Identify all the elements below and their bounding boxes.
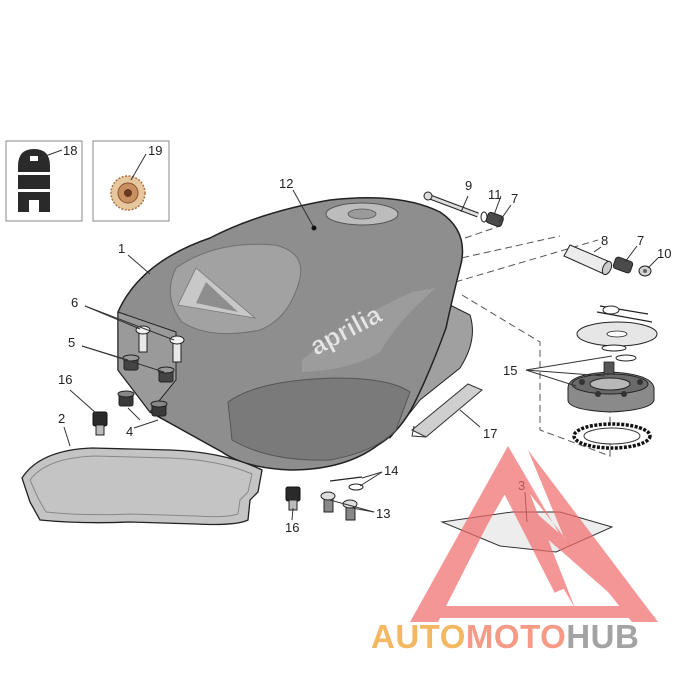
screw-16-left — [92, 411, 108, 436]
fuel-cap-assembly-15 — [567, 305, 658, 450]
callout-18: 18 — [63, 143, 77, 158]
callout-7-top: 7 — [511, 191, 518, 206]
grommet-7-top — [485, 211, 504, 228]
clips-14 — [329, 476, 364, 491]
callout-19: 19 — [148, 143, 162, 158]
watermark-text-moto: MOTO — [466, 618, 566, 655]
callout-2: 2 — [58, 411, 65, 426]
callout-17: 17 — [483, 426, 497, 441]
inset-box-18: 18 — [5, 140, 83, 222]
inset-box-19: 19 — [92, 140, 170, 222]
screw-16-bottom — [285, 486, 301, 511]
watermark-text-auto: AUTO — [371, 618, 466, 655]
watermark-text: AUTOMOTOHUB — [371, 618, 639, 655]
rubber-mounts-4 — [117, 390, 168, 417]
callout-9: 9 — [465, 178, 472, 193]
nut-10 — [638, 265, 652, 277]
callout-16-bottom: 16 — [285, 520, 299, 535]
callout-15: 15 — [503, 363, 517, 378]
callout-6: 6 — [71, 295, 78, 310]
watermark-logo — [410, 446, 658, 622]
strip-pad-17 — [411, 383, 483, 438]
watermark-text-hub: HUB — [566, 618, 639, 655]
callout-12: 12 — [279, 176, 293, 191]
pin-9 — [423, 191, 479, 218]
callout-11: 11 — [488, 187, 502, 202]
callout-14: 14 — [384, 463, 398, 478]
callout-labels: 1 12 9 11 7 8 7 10 6 5 4 16 2 17 15 14 1… — [58, 176, 671, 535]
callout-8: 8 — [601, 233, 608, 248]
fuel-tank: aprilia — [117, 196, 473, 471]
tank-pad-sticker-icon — [18, 149, 50, 212]
callout-16-left: 16 — [58, 372, 72, 387]
callout-7-right: 7 — [637, 233, 644, 248]
leader-lines — [63, 189, 659, 523]
callout-5: 5 — [68, 335, 75, 350]
emblem-sticker-icon — [110, 175, 146, 211]
callout-4: 4 — [126, 424, 133, 439]
callout-13: 13 — [376, 506, 390, 521]
bush-8 — [563, 244, 613, 276]
callout-10: 10 — [657, 246, 671, 261]
bolts-6 — [135, 325, 185, 363]
bolts-13 — [320, 491, 358, 521]
tank-pad-2 — [21, 447, 263, 526]
grommet-7-right — [612, 256, 634, 274]
callout-1: 1 — [118, 241, 125, 256]
